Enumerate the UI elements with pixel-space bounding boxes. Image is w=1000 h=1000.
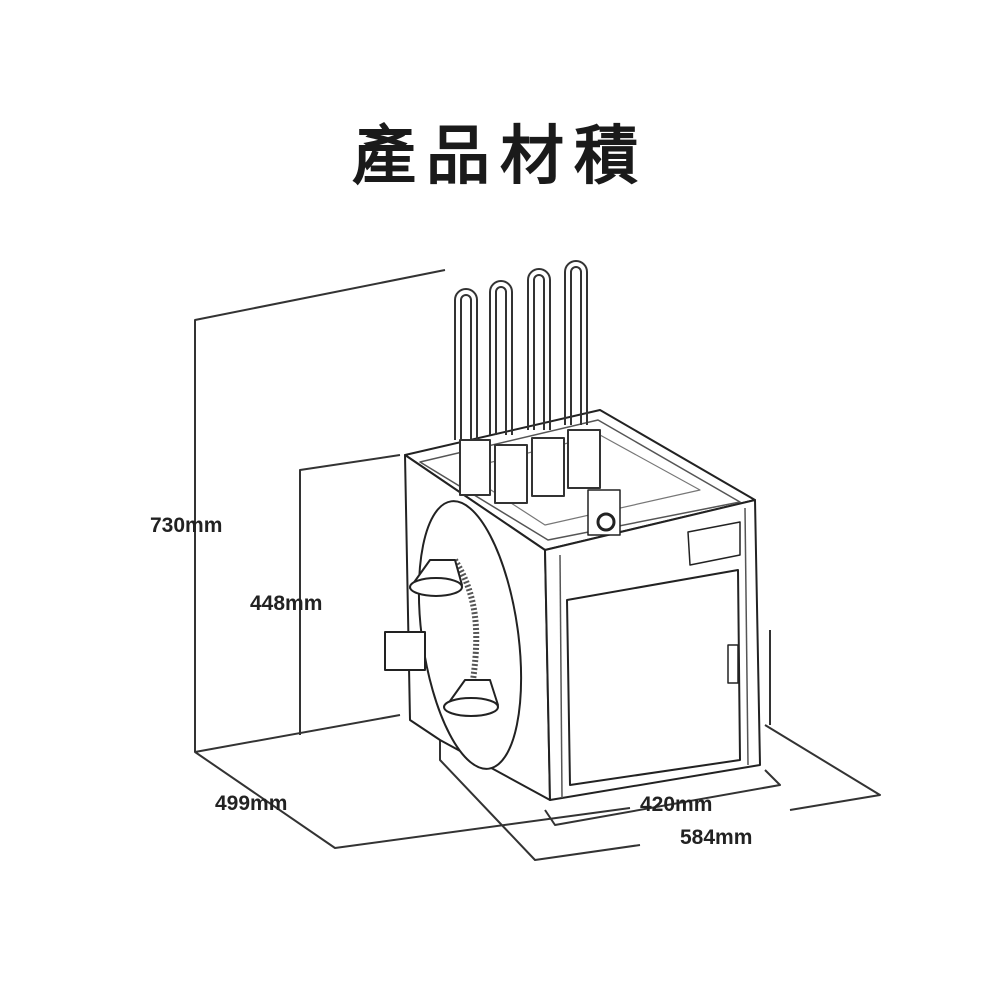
filament-tubes — [454, 260, 601, 504]
body-height-label: 448mm — [250, 592, 323, 615]
total-height-label: 730mm — [150, 514, 223, 537]
spool-holder — [384, 500, 523, 770]
total-width-label: 584mm — [680, 826, 753, 849]
body-width-label: 420mm — [640, 793, 713, 816]
page-title: 產品材積 — [352, 120, 648, 194]
depth-label: 499mm — [215, 792, 288, 815]
